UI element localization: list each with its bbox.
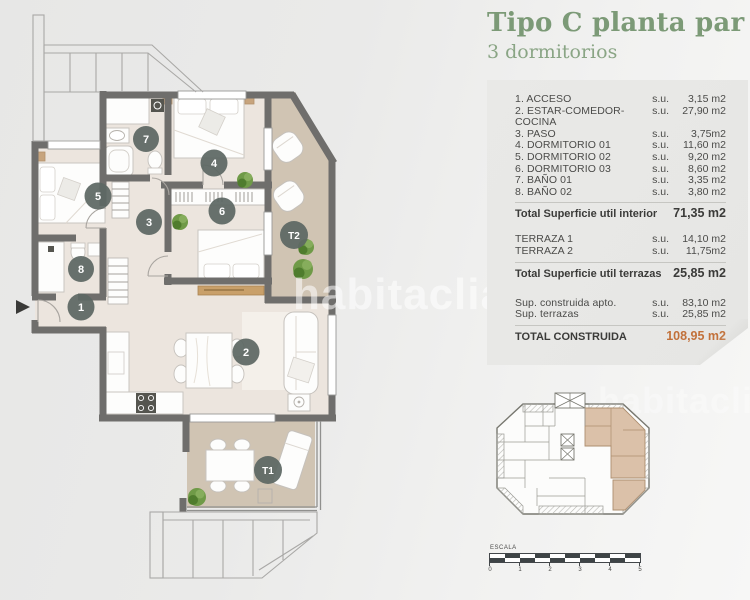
- header: Tipo C planta par 3 dormitorios: [487, 8, 747, 63]
- divider: [515, 261, 726, 263]
- stove-icon: [136, 393, 156, 413]
- lounge-chair-icon: [271, 131, 304, 163]
- svg-text:T1: T1: [262, 466, 274, 477]
- interior-lines: [497, 404, 586, 514]
- svg-text:6: 6: [219, 206, 225, 218]
- svg-text:5: 5: [95, 191, 101, 203]
- room-marker-2: 2: [232, 338, 260, 366]
- washer-icon: [151, 99, 164, 112]
- balcony-hatch: [496, 403, 650, 515]
- planter-icon: [257, 488, 273, 504]
- plant-icon: [172, 172, 314, 506]
- bed-icon: [162, 94, 255, 159]
- page-title: Tipo C planta par: [487, 8, 745, 38]
- bed-icon: [197, 229, 265, 283]
- bathroom-fixtures: [37, 241, 103, 293]
- kitchen-counter: [102, 331, 184, 415]
- room-marker-6: 6: [208, 197, 236, 225]
- floor-plan: 1 2 3 4 5 6 7 8 T1 T2: [16, 14, 337, 579]
- neighbor-outline: [32, 14, 318, 579]
- scale-bar-label: ESCALA: [490, 545, 517, 551]
- lounge-chair-icon: [272, 180, 305, 212]
- tv-unit-icon: [287, 393, 311, 412]
- sofa-icon: [283, 311, 319, 395]
- room-marker-1: 1: [67, 293, 95, 321]
- room-marker-5: 5: [84, 182, 112, 210]
- terrace-table-icon: [205, 438, 255, 493]
- toilet-icon: [147, 150, 163, 170]
- svg-text:3: 3: [146, 217, 152, 229]
- page-subtitle: 3 dormitorios: [487, 41, 618, 63]
- scale-bar: ESCALA 0 1 2 3 4 5: [488, 545, 659, 575]
- terrace-marker-t2: T2: [280, 221, 308, 249]
- scale-ticks: [489, 563, 641, 567]
- terrace-marker-t1: T1: [254, 456, 282, 484]
- room-marker-4: 4: [200, 149, 228, 177]
- entrance-arrow-icon: [16, 300, 30, 314]
- elevator-core-icon: [554, 392, 586, 461]
- building-locator-plan: [496, 392, 650, 515]
- terrace-railing: [187, 421, 322, 512]
- room-marker-7: 7: [133, 126, 159, 152]
- bathroom-fixtures: [104, 95, 164, 177]
- lounge-chair-icon: [272, 430, 313, 491]
- svg-text:T2: T2: [288, 231, 300, 242]
- svg-text:8: 8: [78, 264, 84, 276]
- svg-text:4: 4: [211, 158, 218, 170]
- svg-text:2: 2: [243, 347, 249, 359]
- svg-text:7: 7: [143, 134, 149, 146]
- highlighted-unit: [584, 407, 646, 511]
- divider: [515, 202, 726, 204]
- built-area-row: Sup. construida apto.s.u.83,10 m2: [515, 296, 726, 309]
- closet-shelves-icon: [107, 181, 130, 305]
- scale-tick-numbers: 0 1 2 3 4 5: [488, 567, 642, 573]
- room-marker-3: 3: [136, 209, 162, 235]
- room-markers: 1 2 3 4 5 6 7 8 T1 T2: [67, 126, 308, 484]
- scale-bar-graphic: [489, 553, 641, 563]
- window-icon: [47, 90, 337, 423]
- svg-text:1: 1: [78, 302, 84, 314]
- room-marker-8: 8: [68, 256, 94, 282]
- divider: [515, 324, 726, 326]
- cabinet-icon: [104, 95, 150, 125]
